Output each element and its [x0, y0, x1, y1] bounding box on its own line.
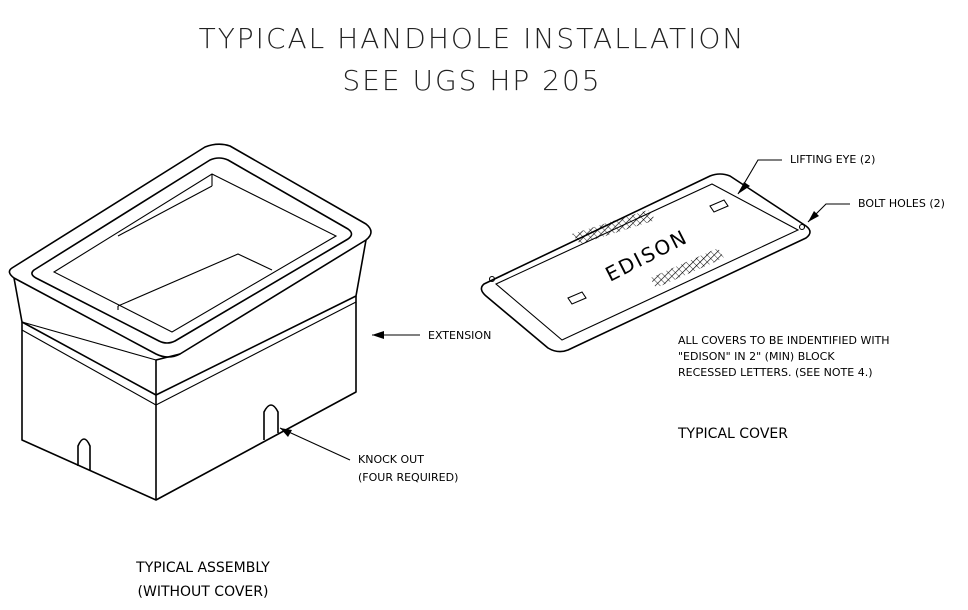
lifting-eye-top [709, 199, 729, 213]
cover-note-line-2: "EDISON" IN 2" (MIN) BLOCK [678, 350, 835, 363]
cover-grip-top [572, 210, 656, 244]
bolt-hole-left [488, 275, 496, 283]
box-base [21, 296, 357, 501]
box-inner-wall [117, 174, 273, 307]
extension-callout: EXTENSION [372, 329, 491, 342]
extension-right-side [155, 239, 367, 396]
lifting-eye-callout: LIFTING EYE (2) [737, 153, 875, 195]
bolt-hole-right [798, 223, 806, 231]
cover-grip-bottom [650, 248, 724, 288]
lifting-eye-bottom [567, 291, 587, 305]
knockout-label-2: (FOUR REQUIRED) [358, 471, 458, 484]
knockout-left [77, 438, 91, 470]
handhole-cover: EDISON [480, 173, 811, 353]
knockout-label-1: KNOCK OUT [358, 453, 424, 466]
extension-inner-rim [31, 157, 353, 344]
cover-note-line-3: RECESSED LETTERS. (SEE NOTE 4.) [678, 366, 873, 379]
bolt-holes-callout: BOLT HOLES (2) [807, 197, 945, 223]
knockout-callout: KNOCK OUT (FOUR REQUIRED) [279, 427, 458, 484]
bolt-holes-label: BOLT HOLES (2) [858, 197, 945, 210]
lifting-eye-label: LIFTING EYE (2) [790, 153, 875, 166]
cover-title: TYPICAL COVER [677, 426, 788, 442]
cover-outer-edge [480, 173, 811, 353]
assembly-label-2: (WITHOUT COVER) [138, 584, 269, 600]
extension-label: EXTENSION [428, 329, 491, 342]
box-opening [52, 173, 338, 333]
title-line-2: SEE UGS HP 205 [342, 64, 601, 97]
cover-note-line-1: ALL COVERS TO BE INDENTIFIED WITH [678, 334, 890, 347]
handhole-box [8, 143, 372, 501]
title-line-1: TYPICAL HANDHOLE INSTALLATION [199, 22, 746, 55]
knockout-right [263, 404, 279, 440]
assembly-label-1: TYPICAL ASSEMBLY [135, 560, 270, 576]
extension-left-side [13, 277, 157, 396]
